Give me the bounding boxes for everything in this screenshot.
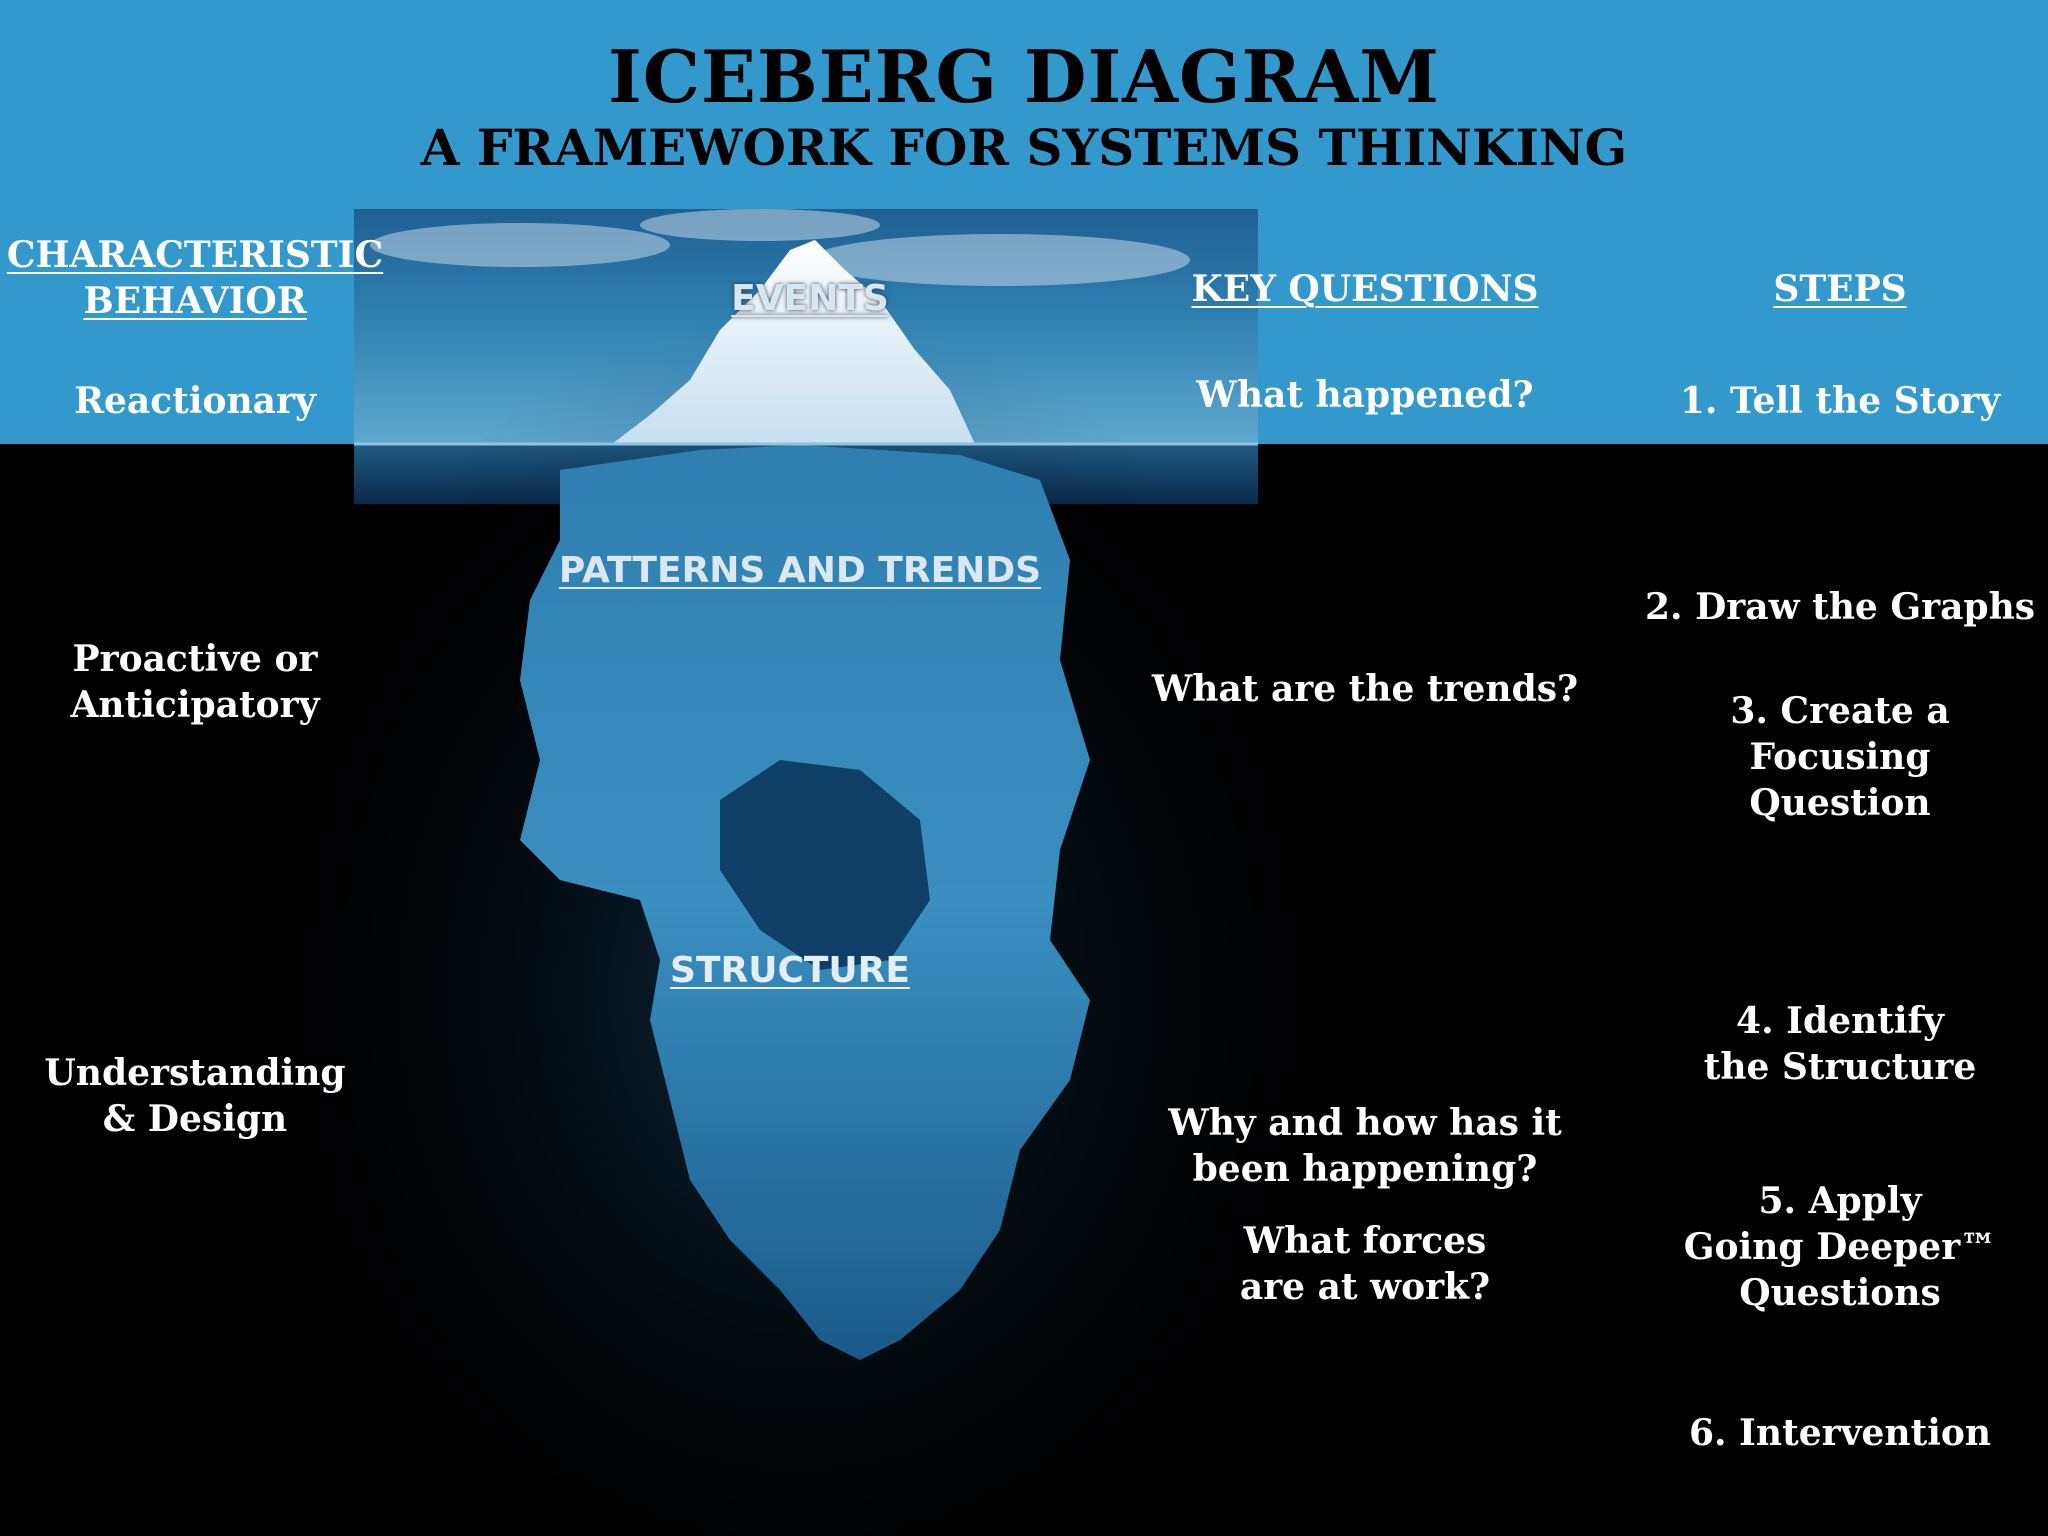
question-structure-why: Why and how has it been happening? bbox=[1140, 1100, 1590, 1192]
text-line: Proactive or bbox=[72, 638, 318, 680]
text-line: Questions bbox=[1739, 1272, 1941, 1314]
text-line: 3. Create a bbox=[1730, 690, 1950, 732]
step-5: 5. Apply Going Deeper™ Questions bbox=[1640, 1178, 2040, 1316]
question-structure-forces: What forces are at work? bbox=[1140, 1218, 1590, 1310]
steps-header: STEPS bbox=[1773, 268, 1907, 310]
text-line: Anticipatory bbox=[70, 684, 320, 726]
text-line: Focusing bbox=[1749, 736, 1931, 778]
text-line: Understanding bbox=[44, 1052, 346, 1094]
text-line: & Design bbox=[102, 1098, 288, 1140]
char-events: Reactionary bbox=[0, 378, 390, 424]
text-line: 2. Draw the Graphs bbox=[1644, 586, 2036, 628]
char-structure: Understanding & Design bbox=[0, 1050, 390, 1142]
question-events: What happened? bbox=[1140, 372, 1590, 418]
text-line: 1. Tell the Story bbox=[1679, 380, 2001, 422]
step-3: 3. Create a Focusing Question bbox=[1640, 688, 2040, 826]
text-line: 6. Intervention bbox=[1688, 1412, 1992, 1454]
header-line: CHARACTERISTIC bbox=[6, 234, 384, 276]
text-line: the Structure bbox=[1703, 1046, 1977, 1088]
question-patterns: What are the trends? bbox=[1140, 666, 1590, 712]
iceberg-cavity bbox=[720, 760, 930, 970]
text-line: been happening? bbox=[1192, 1148, 1538, 1190]
step-1: 1. Tell the Story bbox=[1640, 378, 2040, 424]
clouds bbox=[370, 209, 1190, 286]
text-line: are at work? bbox=[1239, 1266, 1491, 1308]
text-line: 5. Apply bbox=[1758, 1180, 1922, 1222]
text-line: Reactionary bbox=[74, 380, 316, 422]
level-structure: STRUCTURE bbox=[670, 950, 910, 991]
level-events: EVENTS bbox=[731, 278, 889, 319]
step-2: 2. Draw the Graphs bbox=[1640, 584, 2040, 630]
page-title: ICEBERG DIAGRAM bbox=[608, 34, 1440, 119]
level-patterns: PATTERNS AND TRENDS bbox=[558, 550, 1042, 591]
page-subtitle: A FRAMEWORK FOR SYSTEMS THINKING bbox=[420, 118, 1628, 177]
text-line: What happened? bbox=[1196, 374, 1534, 416]
text-line: Question bbox=[1749, 782, 1931, 824]
key-questions-header: KEY QUESTIONS bbox=[1191, 268, 1539, 310]
text-line: What are the trends? bbox=[1151, 668, 1579, 710]
step-6: 6. Intervention bbox=[1640, 1410, 2040, 1456]
char-patterns: Proactive or Anticipatory bbox=[0, 636, 390, 728]
text-line: What forces bbox=[1243, 1220, 1487, 1262]
header-line: BEHAVIOR bbox=[83, 280, 307, 322]
step-4: 4. Identify the Structure bbox=[1640, 998, 2040, 1090]
characteristic-header: CHARACTERISTIC BEHAVIOR bbox=[0, 232, 390, 324]
text-line: 4. Identify bbox=[1736, 1000, 1944, 1042]
iceberg-tip bbox=[612, 240, 975, 444]
text-line: Why and how has it bbox=[1168, 1102, 1562, 1144]
text-line: Going Deeper™ bbox=[1683, 1226, 1997, 1268]
